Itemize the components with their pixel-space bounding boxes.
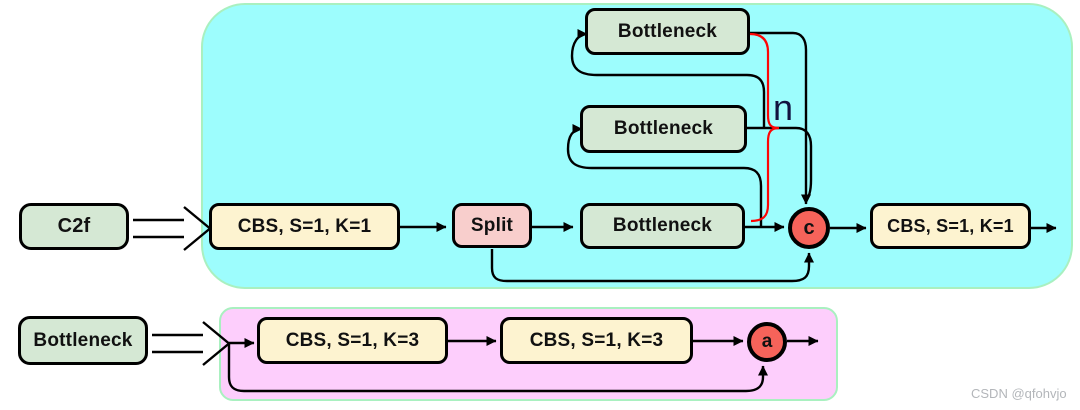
cbs-in-node: CBS, S=1, K=1 bbox=[209, 203, 400, 250]
repeat-brace bbox=[749, 32, 780, 223]
bottleneck-entry-node: Bottleneck bbox=[18, 316, 148, 365]
bottleneck-cbs1-label: CBS, S=1, K=3 bbox=[285, 329, 420, 351]
cbs-in-label: CBS, S=1, K=1 bbox=[237, 215, 372, 237]
bottleneck-cbs1-node: CBS, S=1, K=3 bbox=[257, 317, 448, 364]
c2f-entry-label: C2f bbox=[57, 215, 91, 237]
arrow-top-bottleneck-to-concat bbox=[750, 31, 811, 205]
loop-middle-to-top-bottleneck bbox=[570, 29, 766, 128]
bottleneck-top-node: Bottleneck bbox=[585, 8, 750, 55]
split-label: Split bbox=[470, 214, 514, 236]
arrow-split-bypass-to-concat bbox=[490, 249, 814, 283]
split-node: Split bbox=[452, 203, 532, 248]
expand-arrow-bottleneck bbox=[152, 321, 231, 366]
loop-bottom-to-middle-bottleneck bbox=[566, 124, 763, 227]
concat-label: c bbox=[803, 216, 815, 239]
concat-node: c bbox=[788, 207, 830, 249]
cbs-out-label: CBS, S=1, K=1 bbox=[887, 215, 1014, 236]
bottleneck-cbs2-node: CBS, S=1, K=3 bbox=[500, 317, 693, 364]
bottleneck-middle-label: Bottleneck bbox=[613, 118, 714, 139]
arrow-skip-to-add bbox=[227, 343, 768, 393]
wire-middle-bottleneck-to-concat bbox=[747, 126, 813, 202]
c2f-entry-node: C2f bbox=[19, 203, 129, 250]
bottleneck-entry-label: Bottleneck bbox=[33, 329, 133, 351]
expand-arrow-c2f bbox=[133, 206, 212, 251]
csdn-watermark: CSDN @qfohvjo bbox=[971, 386, 1067, 401]
bottleneck-bottom-node: Bottleneck bbox=[580, 203, 745, 249]
bottleneck-bottom-label: Bottleneck bbox=[612, 215, 713, 236]
add-node: a bbox=[747, 322, 787, 362]
repeat-count-label: n bbox=[773, 87, 794, 128]
cbs-out-node: CBS, S=1, K=1 bbox=[870, 203, 1031, 249]
add-label: a bbox=[761, 331, 773, 352]
bottleneck-cbs2-label: CBS, S=1, K=3 bbox=[529, 329, 664, 351]
bottleneck-middle-node: Bottleneck bbox=[580, 105, 747, 153]
bottleneck-top-label: Bottleneck bbox=[617, 20, 718, 42]
